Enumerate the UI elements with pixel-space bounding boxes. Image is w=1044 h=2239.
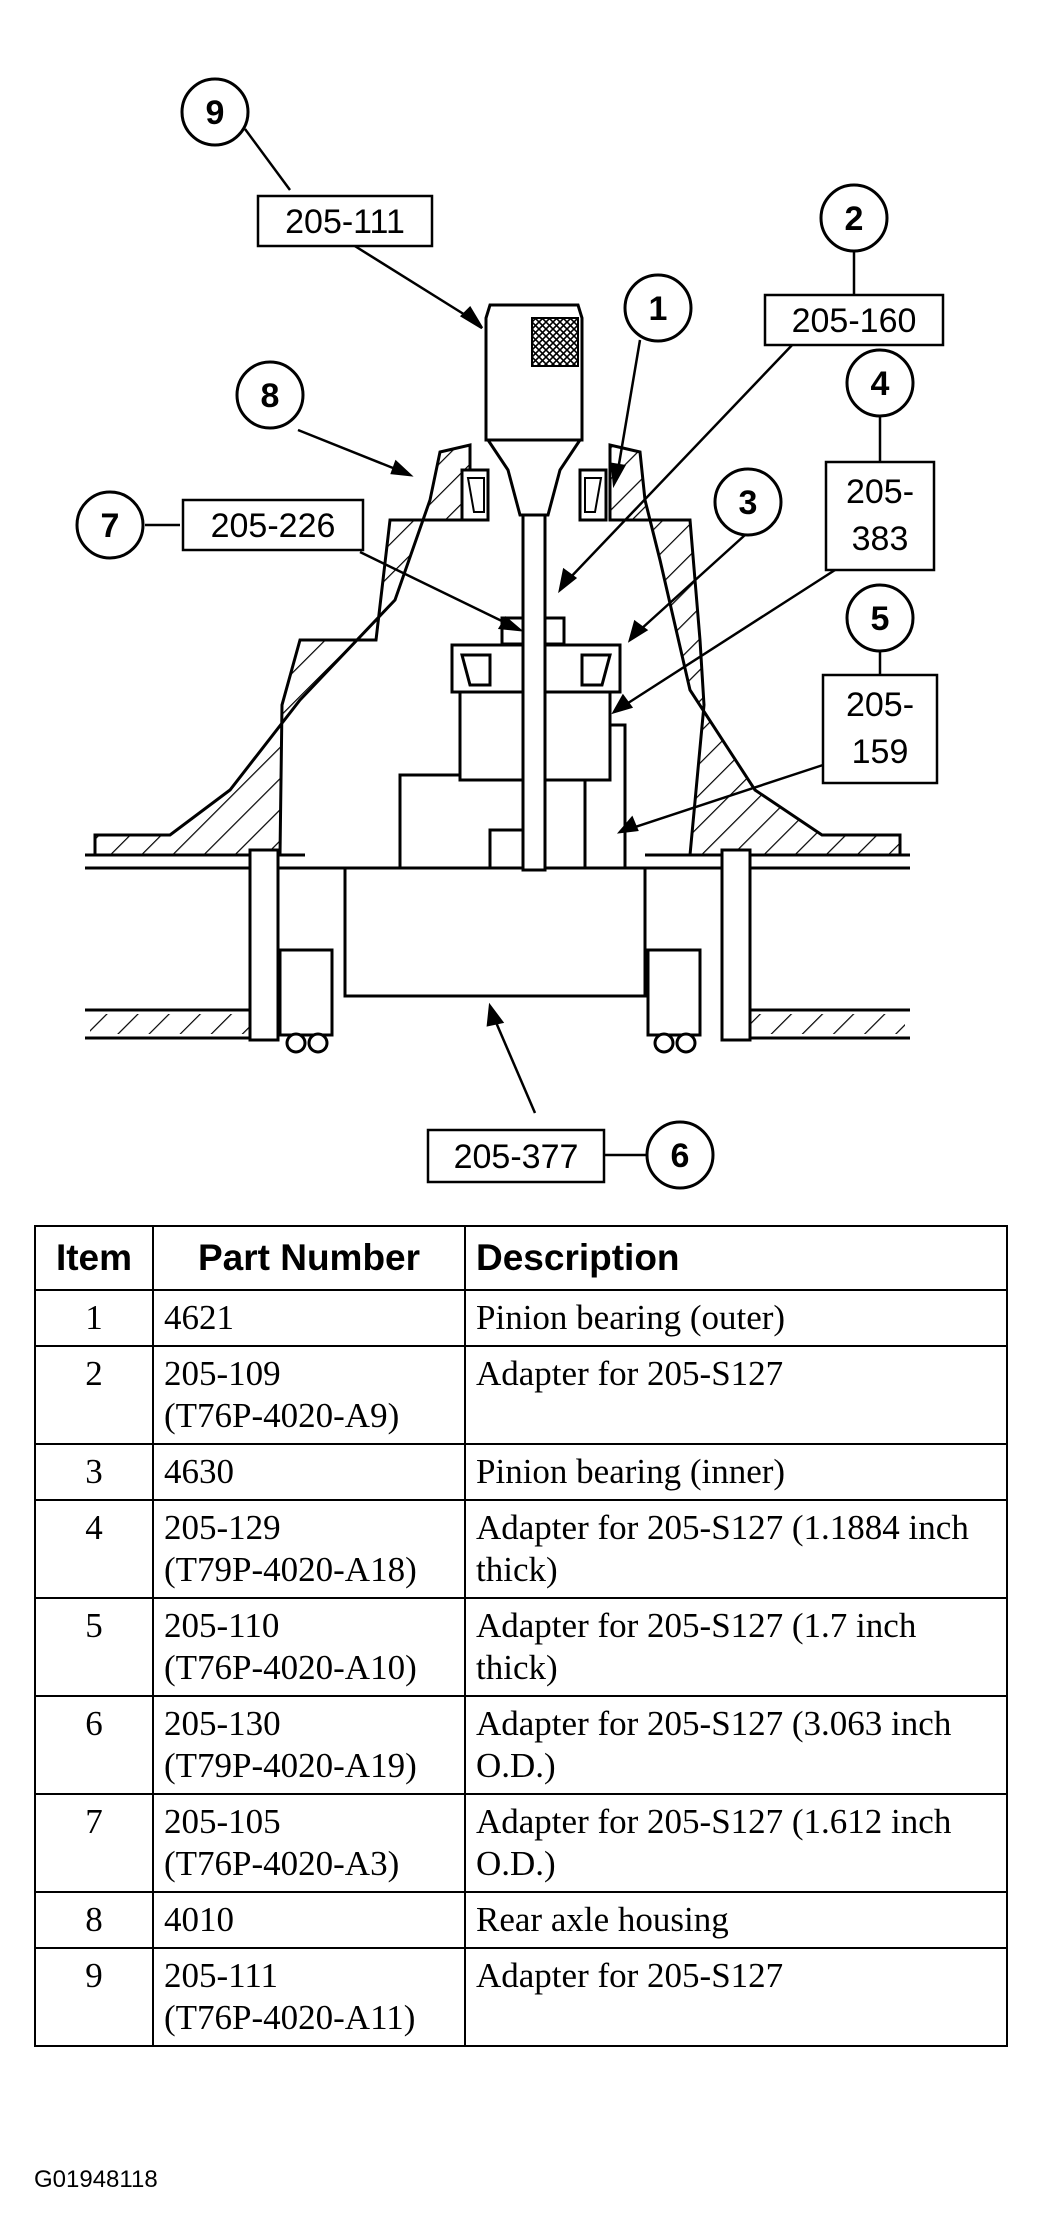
figure-id: G01948118: [34, 2166, 158, 2193]
table-header-row: Item Part Number Description: [34, 1225, 1008, 1291]
table-row: 4 205-129 (T79P-4020-A18) Adapter for 20…: [34, 1499, 1008, 1599]
svg-text:205-226: 205-226: [211, 507, 336, 545]
tool-label-205-111: 205-111: [256, 194, 434, 248]
callout-7: 7: [75, 490, 145, 560]
cell-item: 6: [34, 1695, 154, 1795]
cell-item: 9: [34, 1947, 154, 2047]
header-item: Item: [34, 1225, 154, 1291]
table-row: 6 205-130 (T79P-4020-A19) Adapter for 20…: [34, 1695, 1008, 1795]
parts-table: Item Part Number Description 1 4621 Pini…: [34, 1225, 1008, 2047]
callout-4: 4: [845, 348, 915, 418]
callout-8: 8: [235, 360, 305, 430]
cell-part-number: 4621: [152, 1289, 466, 1347]
cell-description: Adapter for 205-S127: [464, 1345, 1008, 1445]
cell-description: Adapter for 205-S127 (1.1884 inch thick): [464, 1499, 1008, 1599]
cell-item: 8: [34, 1891, 154, 1949]
callout-3: 3: [713, 467, 783, 537]
tool-label-205-226: 205-226: [181, 498, 365, 552]
cell-description: Pinion bearing (outer): [464, 1289, 1008, 1347]
tool-label-205-159: 205- 159: [821, 673, 939, 785]
cell-part-number: 205-111 (T76P-4020-A11): [152, 1947, 466, 2047]
cell-part-number: 205-110 (T76P-4020-A10): [152, 1597, 466, 1697]
svg-text:205-160: 205-160: [792, 302, 917, 340]
svg-text:3: 3: [739, 484, 758, 522]
svg-text:6: 6: [671, 1137, 690, 1175]
svg-text:205-377: 205-377: [454, 1138, 579, 1176]
callout-1: 1: [623, 273, 693, 343]
cell-part-number: 205-105 (T76P-4020-A3): [152, 1793, 466, 1893]
cell-part-number: 4630: [152, 1443, 466, 1501]
leader-lines: [145, 128, 882, 1157]
cell-item: 3: [34, 1443, 154, 1501]
callout-2: 2: [819, 183, 889, 253]
svg-text:1: 1: [649, 290, 668, 328]
header-part-number: Part Number: [152, 1225, 466, 1291]
svg-text:159: 159: [852, 733, 909, 771]
svg-text:205-: 205-: [846, 686, 914, 724]
cell-description: Adapter for 205-S127: [464, 1947, 1008, 2047]
table-row: 3 4630 Pinion bearing (inner): [34, 1443, 1008, 1501]
table-row: 8 4010 Rear axle housing: [34, 1891, 1008, 1949]
svg-text:205-111: 205-111: [285, 203, 405, 241]
svg-text:7: 7: [101, 507, 120, 545]
tool-label-205-160: 205-160: [763, 293, 945, 347]
cell-description: Rear axle housing: [464, 1891, 1008, 1949]
header-description: Description: [464, 1225, 1008, 1291]
callout-5: 5: [845, 583, 915, 653]
table-row: 5 205-110 (T76P-4020-A10) Adapter for 20…: [34, 1597, 1008, 1697]
table-row: 1 4621 Pinion bearing (outer): [34, 1289, 1008, 1347]
callout-6: 6: [645, 1120, 715, 1190]
svg-text:5: 5: [871, 600, 890, 638]
tool-label-205-377: 205-377: [426, 1128, 606, 1184]
tool-label-205-383: 205- 383: [824, 460, 936, 572]
cell-item: 7: [34, 1793, 154, 1893]
svg-text:8: 8: [261, 377, 280, 415]
svg-text:205-: 205-: [846, 473, 914, 511]
cell-description: Adapter for 205-S127 (1.7 inch thick): [464, 1597, 1008, 1697]
cell-item: 4: [34, 1499, 154, 1599]
table-row: 2 205-109 (T76P-4020-A9) Adapter for 205…: [34, 1345, 1008, 1445]
table-row: 9 205-111 (T76P-4020-A11) Adapter for 20…: [34, 1947, 1008, 2047]
tool-stack: [343, 303, 647, 998]
cell-description: Adapter for 205-S127 (3.063 inch O.D.): [464, 1695, 1008, 1795]
cell-item: 5: [34, 1597, 154, 1697]
svg-text:2: 2: [845, 200, 864, 238]
cell-part-number: 4010: [152, 1891, 466, 1949]
cell-item: 2: [34, 1345, 154, 1445]
svg-text:9: 9: [206, 94, 225, 132]
cell-description: Adapter for 205-S127 (1.612 inch O.D.): [464, 1793, 1008, 1893]
callout-9: 9: [180, 77, 250, 147]
svg-text:383: 383: [852, 520, 909, 558]
cell-part-number: 205-130 (T79P-4020-A19): [152, 1695, 466, 1795]
cell-part-number: 205-109 (T76P-4020-A9): [152, 1345, 466, 1445]
cell-description: Pinion bearing (inner): [464, 1443, 1008, 1501]
cell-item: 1: [34, 1289, 154, 1347]
cell-part-number: 205-129 (T79P-4020-A18): [152, 1499, 466, 1599]
table-row: 7 205-105 (T76P-4020-A3) Adapter for 205…: [34, 1793, 1008, 1893]
svg-text:4: 4: [871, 365, 890, 403]
rear-axle-housing: [85, 443, 910, 1054]
